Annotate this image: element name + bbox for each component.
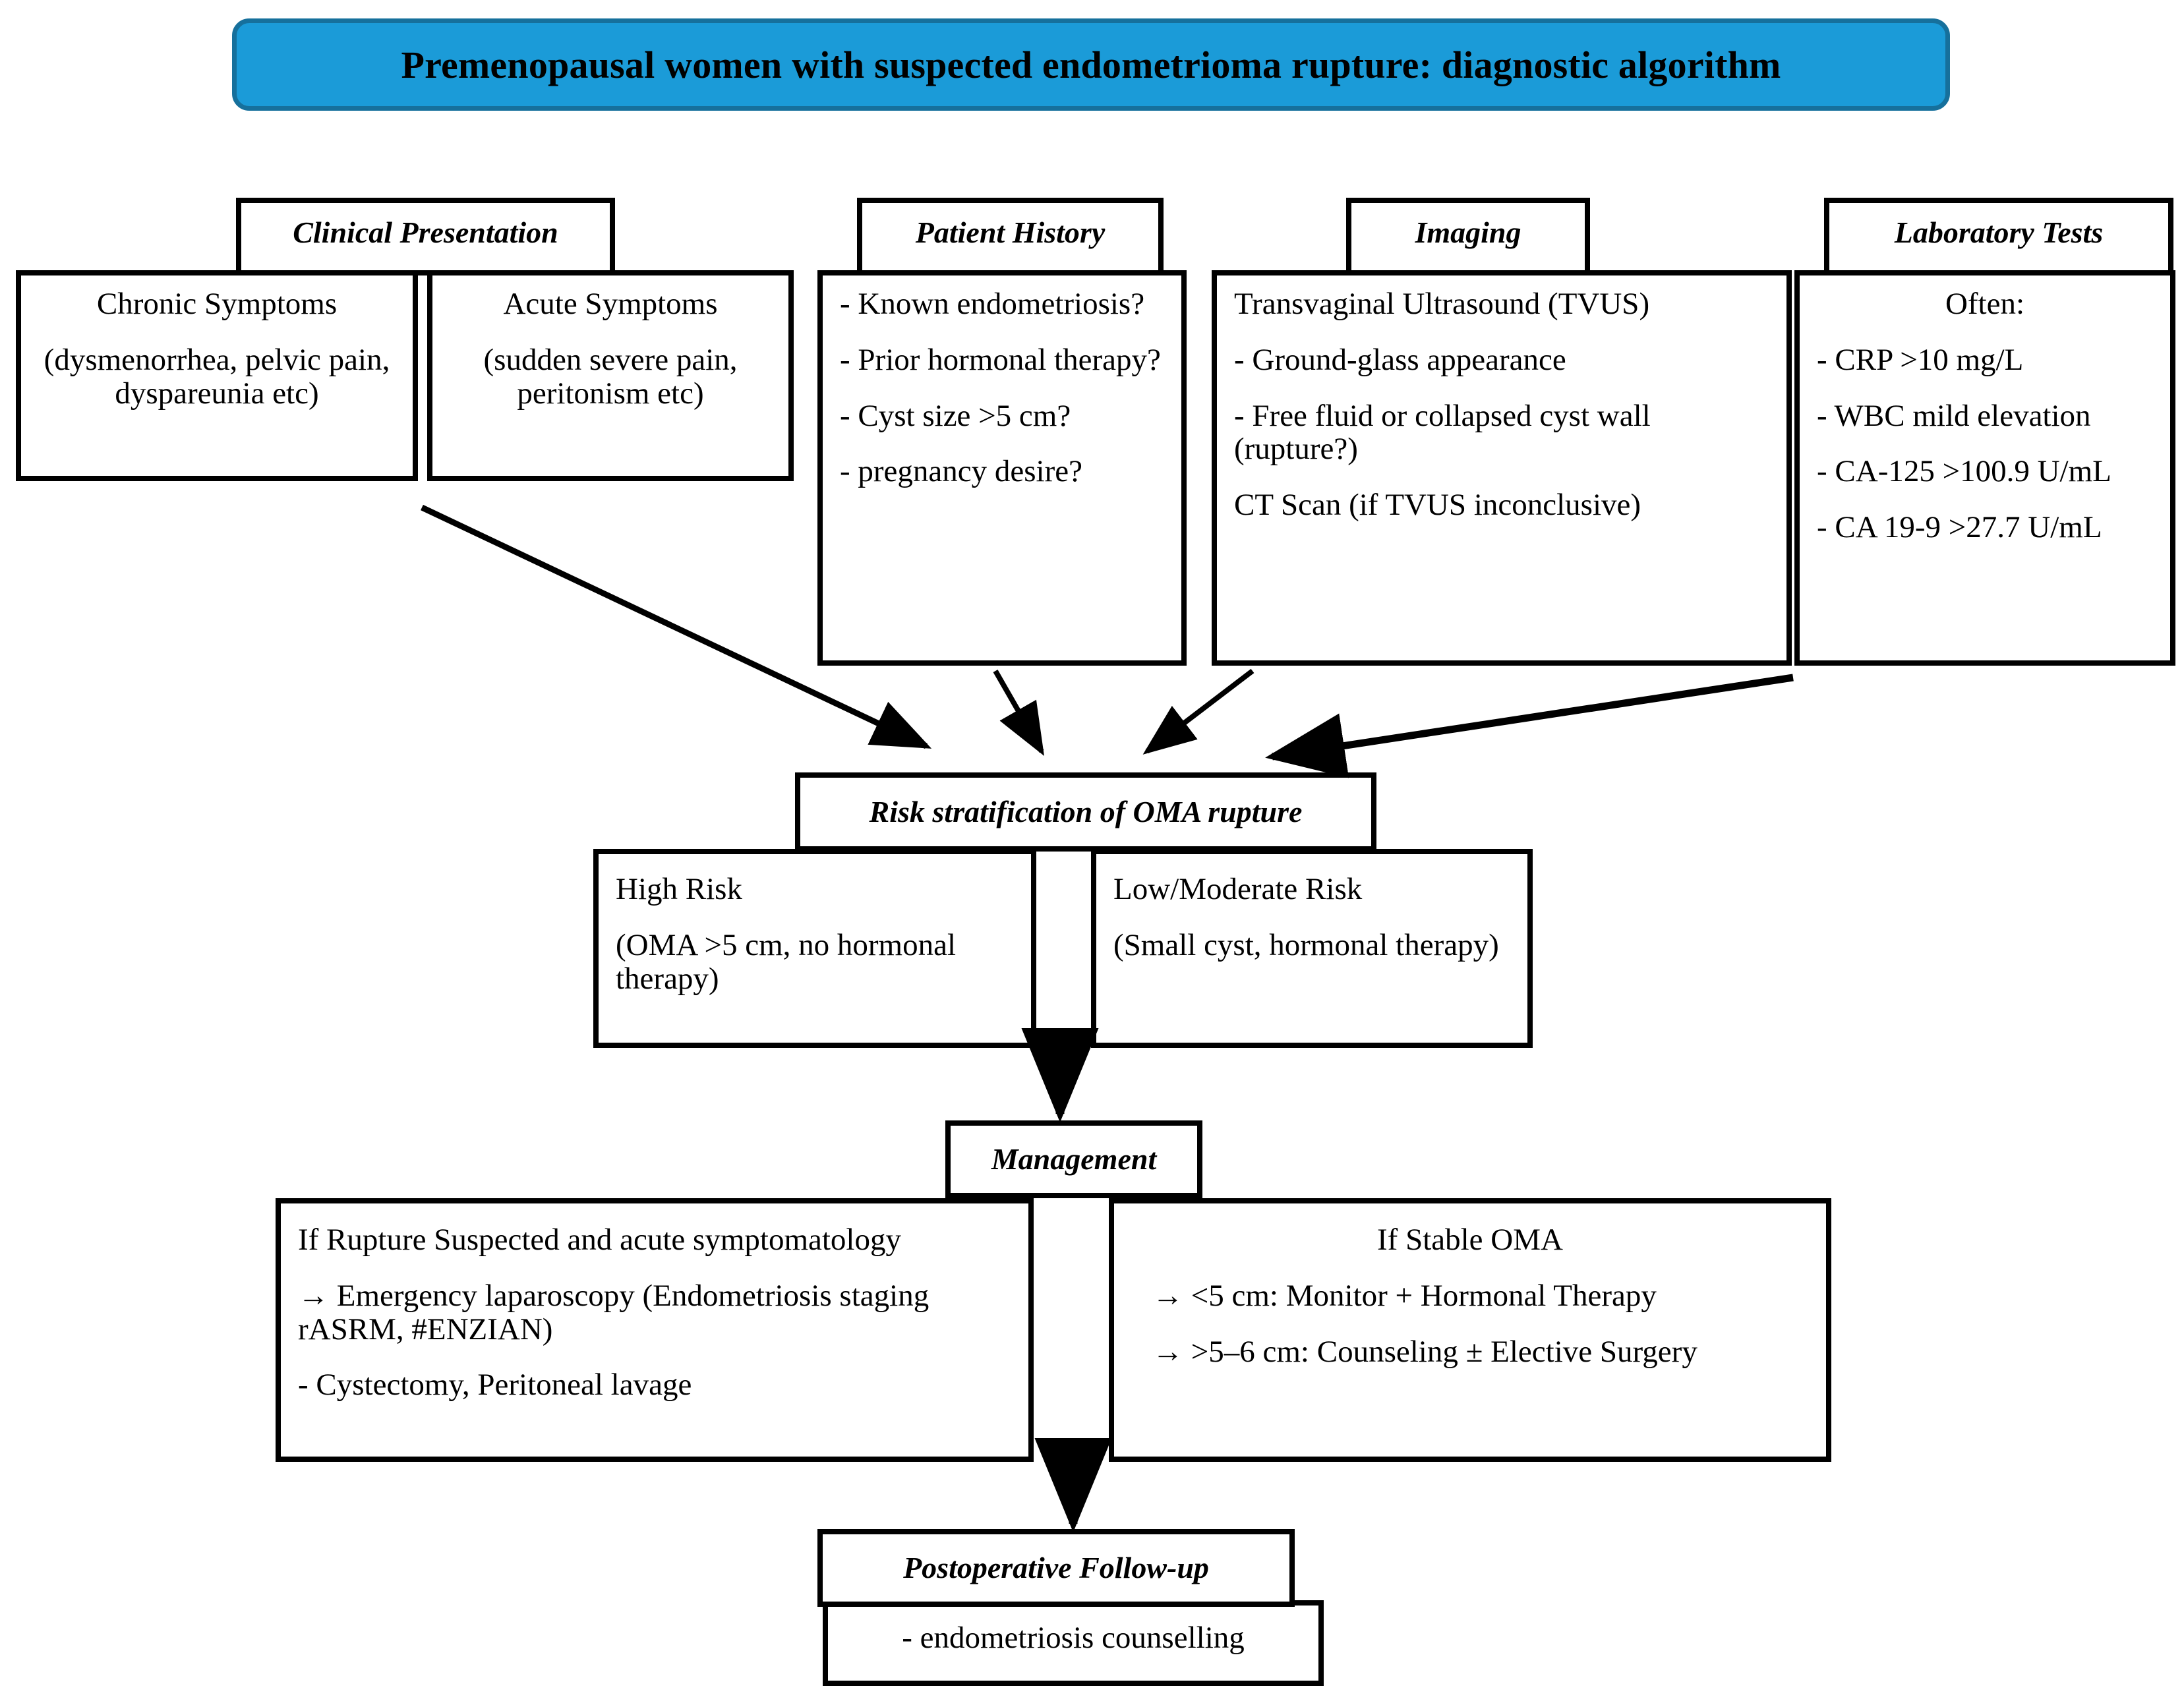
box-laboratory-tests: Often: - CRP >10 mg/L - WBC mild elevati… [1794,270,2175,666]
header-laboratory-tests: Laboratory Tests [1824,198,2173,275]
box-stable-oma: If Stable OMA → <5 cm: Monitor + Hormona… [1109,1198,1831,1462]
header-postoperative-follow-up: Postoperative Follow-up [817,1529,1295,1607]
rupture-suspected-line-0: If Rupture Suspected and acute symptomat… [298,1223,901,1257]
stable-oma-line-0: If Stable OMA [1377,1223,1563,1257]
box-imaging: Transvaginal Ultrasound (TVUS) - Ground-… [1212,270,1792,666]
header-laboratory-tests-label: Laboratory Tests [1894,216,2104,249]
high-risk-line-1: (OMA >5 cm, no hormonal therapy) [616,927,957,996]
box-patient-history: - Known endometriosis? - Prior hormonal … [817,270,1187,666]
arrow-imaging-to-risk [1142,668,1254,755]
imaging-line-0: Transvaginal Ultrasound (TVUS) [1234,287,1650,321]
acute-symptoms-line-0: Acute Symptoms [503,287,718,321]
rupture-suspected-line-1: → Emergency laparoscopy (Endometriosis s… [298,1278,930,1346]
box-postoperative-follow-up: - endometriosis counselling [823,1600,1324,1686]
header-risk-stratification: Risk stratification of OMA rupture [795,772,1376,852]
laboratory-line-4: - CA 19-9 >27.7 U/mL [1817,510,2102,544]
header-imaging-label: Imaging [1415,216,1521,249]
header-postoperative-follow-up-label: Postoperative Follow-up [903,1551,1209,1584]
header-management: Management [945,1120,1202,1198]
header-clinical-presentation: Clinical Presentation [236,198,615,275]
box-acute-symptoms: Acute Symptoms (sudden severe pain, peri… [427,270,794,481]
header-imaging: Imaging [1346,198,1590,275]
imaging-line-2: - Free fluid or collapsed cyst wall (rup… [1234,398,1651,467]
chronic-symptoms-line-1: (dysmenorrhea, pelvic pain, dyspareunia … [44,342,390,411]
patient-history-line-1: - Prior hormonal therapy? [840,342,1161,377]
box-chronic-symptoms: Chronic Symptoms (dysmenorrhea, pelvic p… [16,270,418,481]
acute-symptoms-line-1: (sudden severe pain, peritonism etc) [483,342,738,411]
page-title-text: Premenopausal women with suspected endom… [401,43,1781,86]
laboratory-line-3: - CA-125 >100.9 U/mL [1817,454,2111,489]
chronic-symptoms-line-0: Chronic Symptoms [96,287,338,321]
arrow-history-to-risk [993,670,1044,756]
laboratory-line-0: Often: [1945,287,2025,321]
header-risk-stratification-label: Risk stratification of OMA rupture [869,795,1303,828]
high-risk-line-0: High Risk [616,872,742,906]
header-patient-history: Patient History [857,198,1164,275]
rupture-suspected-line-2: - Cystectomy, Peritoneal lavage [298,1368,692,1403]
header-clinical-presentation-label: Clinical Presentation [293,216,558,249]
low-moderate-risk-line-0: Low/Moderate Risk [1113,872,1363,906]
patient-history-line-0: - Known endometriosis? [840,287,1145,321]
box-low-moderate-risk: Low/Moderate Risk (Small cyst, hormonal … [1091,849,1533,1048]
page-title: Premenopausal women with suspected endom… [232,18,1950,111]
patient-history-line-2: - Cyst size >5 cm? [840,398,1071,433]
imaging-line-1: - Ground-glass appearance [1234,342,1566,377]
box-rupture-suspected: If Rupture Suspected and acute symptomat… [276,1198,1034,1462]
patient-history-line-3: - pregnancy desire? [840,454,1082,489]
arrow-laboratory-to-risk [1265,674,1794,778]
stable-oma-line-1: → <5 cm: Monitor + Hormonal Therapy [1152,1278,1657,1313]
header-patient-history-label: Patient History [915,216,1106,249]
postoperative-follow-up-line-0: - endometriosis counselling [902,1621,1245,1655]
imaging-line-3: CT Scan (if TVUS inconclusive) [1234,488,1641,522]
header-management-label: Management [991,1142,1157,1176]
box-high-risk: High Risk (OMA >5 cm, no hormonal therap… [593,849,1036,1048]
laboratory-line-1: - CRP >10 mg/L [1817,342,2024,377]
stable-oma-line-2: → >5–6 cm: Counseling ± Elective Surgery [1152,1334,1697,1369]
laboratory-line-2: - WBC mild elevation [1817,398,2091,433]
low-moderate-risk-line-1: (Small cyst, hormonal therapy) [1113,927,1499,962]
